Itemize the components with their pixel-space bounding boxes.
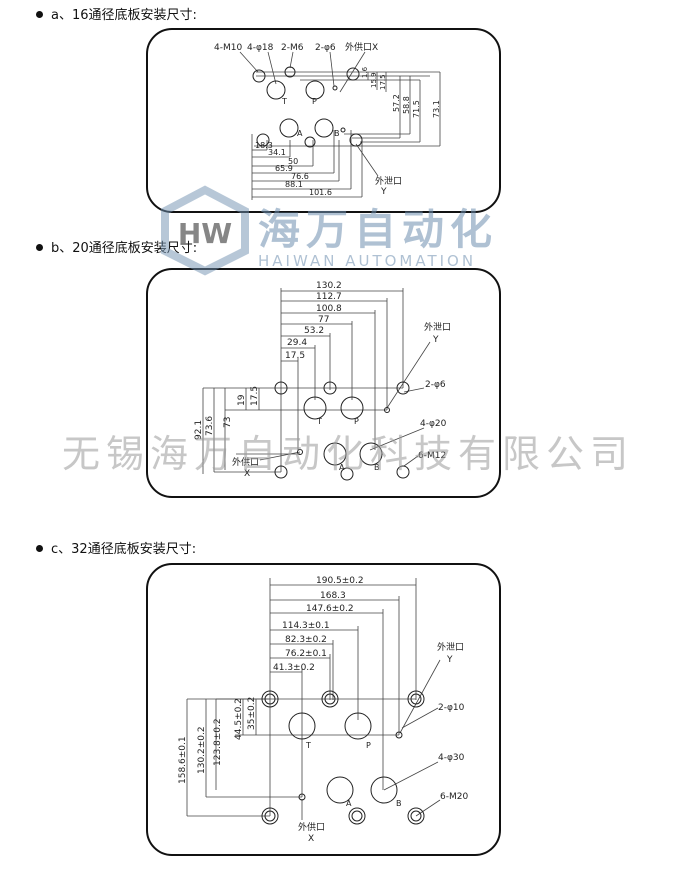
dim-50: 50 (288, 157, 298, 166)
watermark-company: 无锡海万自动化科技有限公司 (62, 432, 635, 476)
bullet-icon (36, 11, 43, 18)
dim-15-9: 15.9 (370, 72, 378, 88)
dim-1-6: 1.6 (361, 66, 369, 78)
dim-147-6: 147.6±0.2 (306, 604, 354, 614)
dim-100-8: 100.8 (316, 304, 342, 314)
dim-17-5-v: 17.5 (250, 386, 260, 406)
watermark-cn: 海万自动化 (258, 205, 499, 254)
label-y-port: 外泄口 (437, 641, 464, 653)
heading-32-text: c、32通径底板安装尺寸: (51, 542, 197, 557)
dim-190-5: 190.5±0.2 (316, 576, 364, 586)
label-4-phi30: 4-φ30 (438, 753, 465, 763)
label-2-m6: 2-M6 (281, 43, 304, 53)
port-b: B (374, 463, 380, 472)
dim-73-6: 73.6 (205, 416, 215, 436)
label-2-phi6: 2-φ6 (425, 380, 446, 390)
panel-32 (146, 563, 501, 856)
label-y-port: 外泄口 (375, 175, 402, 187)
dim-17-5: 17.5 (285, 351, 305, 361)
dim-130-2: 130.2±0.2 (197, 726, 207, 774)
label-x-port: 外供口 (232, 456, 259, 468)
dim-101-6: 101.6 (309, 188, 332, 197)
label-x: X (244, 469, 250, 479)
label-6-m12: 6-M12 (418, 451, 446, 461)
panel-16 (146, 28, 501, 213)
heading-20-text: b、20通径底板安装尺寸: (51, 241, 198, 256)
label-6-m20: 6-M20 (440, 792, 468, 802)
dim-53-2: 53.2 (304, 326, 324, 336)
dim-19: 19 (237, 394, 247, 406)
dim-41-3: 41.3±0.2 (273, 663, 315, 673)
port-b: B (396, 799, 402, 808)
label-4-m10: 4-M10 (214, 43, 242, 53)
dim-77: 77 (318, 315, 329, 325)
port-b: B (334, 129, 340, 138)
bullet-icon (36, 545, 43, 552)
dim-29-4: 29.4 (287, 338, 307, 348)
dim-17-5: 17.5 (379, 74, 387, 90)
dim-158-6: 158.6±0.1 (178, 736, 188, 784)
label-2-phi6: 2-φ6 (315, 43, 336, 53)
dim-71-5: 71.5 (412, 100, 421, 118)
panel-20 (146, 268, 501, 498)
dim-82-3: 82.3±0.2 (285, 635, 327, 645)
dim-73: 73 (223, 417, 233, 428)
port-a: A (339, 463, 345, 472)
label-2-phi10: 2-φ10 (438, 703, 465, 713)
dim-112-7: 112.7 (316, 292, 342, 302)
dim-76-2: 76.2±0.1 (285, 649, 327, 659)
port-t: T (316, 417, 322, 426)
dim-73-1: 73.1 (432, 100, 441, 118)
heading-16: a、16通径底板安装尺寸: (36, 4, 197, 23)
dim-58-8: 58.8 (402, 96, 411, 114)
label-x-port: 外供口X (345, 41, 378, 53)
port-a: A (297, 129, 303, 138)
label-x-port: 外供口 (298, 821, 325, 833)
port-t: T (281, 97, 287, 106)
heading-16-text: a、16通径底板安装尺寸: (51, 8, 197, 23)
dim-65-9: 65.9 (275, 164, 293, 173)
heading-20: b、20通径底板安装尺寸: (36, 237, 197, 256)
dim-123-8: 123.8±0.2 (213, 718, 223, 766)
dim-44-5: 44.5±0.2 (234, 698, 244, 740)
label-y: Y (432, 335, 439, 345)
dim-18-3: 18.3 (255, 141, 273, 150)
dim-92-1: 92.1 (194, 420, 204, 440)
label-4-phi18: 4-φ18 (247, 43, 274, 53)
label-y-port: 外泄口 (424, 321, 451, 333)
watermark-logo-letters: HW (178, 217, 232, 250)
dim-88-1: 88.1 (285, 180, 303, 189)
label-y: Y (446, 655, 453, 665)
dim-57-2: 57.2 (392, 94, 401, 112)
port-p: P (312, 97, 317, 106)
port-p: P (354, 417, 359, 426)
dim-168-3: 168.3 (320, 591, 346, 601)
dim-130-2: 130.2 (316, 281, 342, 291)
dim-34-1: 34.1 (268, 148, 286, 157)
watermark-logo: HW (161, 185, 249, 276)
dim-35: 35±0.2 (247, 697, 257, 730)
label-y: Y (380, 187, 387, 197)
dim-76-6: 76.6 (291, 172, 309, 181)
port-t: T (305, 741, 311, 750)
heading-32: c、32通径底板安装尺寸: (36, 538, 196, 557)
label-x: X (308, 834, 314, 844)
label-4-phi20: 4-φ20 (420, 419, 447, 429)
dim-114-3: 114.3±0.1 (282, 621, 330, 631)
port-a: A (346, 799, 352, 808)
port-p: P (366, 741, 371, 750)
bullet-icon (36, 244, 43, 251)
watermark-en: HAIWAN AUTOMATION (258, 252, 477, 270)
